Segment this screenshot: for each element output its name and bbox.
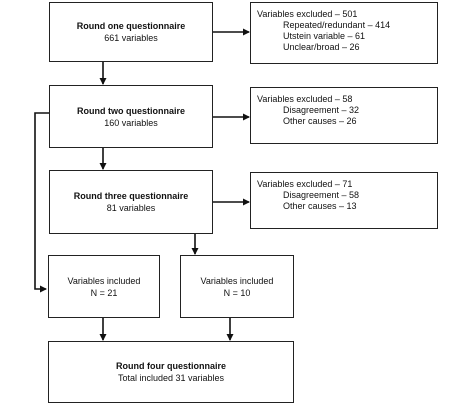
included-b-title: Variables included [200, 275, 274, 286]
excluded-one-item: Unclear/broad – 26 [283, 42, 360, 52]
excluded-three-item: Other causes – 13 [283, 201, 357, 211]
round-four-box: Round four questionnaire Total included … [48, 341, 294, 403]
round-three-count: 81 variables [106, 203, 156, 213]
excluded-one-box: Variables excluded – 501 Repeated/redund… [250, 2, 438, 64]
excluded-three-heading: Variables excluded – 71 [257, 179, 353, 189]
round-two-title: Round two questionnaire [77, 105, 185, 116]
included-a-title: Variables included [67, 275, 141, 286]
included-a-count: N = 21 [90, 287, 118, 298]
round-one-title: Round one questionnaire [76, 21, 186, 31]
excluded-one-heading: Variables excluded – 501 [257, 9, 358, 19]
included-b-box: Variables included N = 10 [180, 255, 294, 318]
excluded-one-item: Repeated/redundant – 414 [283, 20, 391, 30]
excluded-two-item: Disagreement – 32 [283, 105, 360, 115]
round-three-title: Round three questionnaire [73, 191, 189, 201]
arrow-round2-to-included-a [34, 112, 49, 293]
round-three-box: Round three questionnaire 81 variables [49, 170, 213, 234]
included-a-box: Variables included N = 21 [48, 255, 160, 318]
excluded-two-heading: Variables excluded – 58 [257, 94, 353, 104]
round-four-total: Total included 31 variables [117, 373, 225, 383]
excluded-one-item: Utstein variable – 61 [283, 31, 366, 41]
round-two-count: 160 variables [104, 117, 158, 128]
included-b-count: N = 10 [223, 287, 251, 298]
excluded-two-item: Other causes – 26 [283, 116, 357, 126]
excluded-three-item: Disagreement – 58 [283, 190, 360, 200]
excluded-three-box: Variables excluded – 71 Disagreement – 5… [250, 172, 438, 229]
round-two-box: Round two questionnaire 160 variables [49, 85, 213, 148]
round-one-count: 661 variables [104, 33, 158, 43]
excluded-two-box: Variables excluded – 58 Disagreement – 3… [250, 87, 438, 144]
round-one-box: Round one questionnaire 661 variables [49, 2, 213, 62]
round-four-title: Round four questionnaire [116, 361, 226, 371]
